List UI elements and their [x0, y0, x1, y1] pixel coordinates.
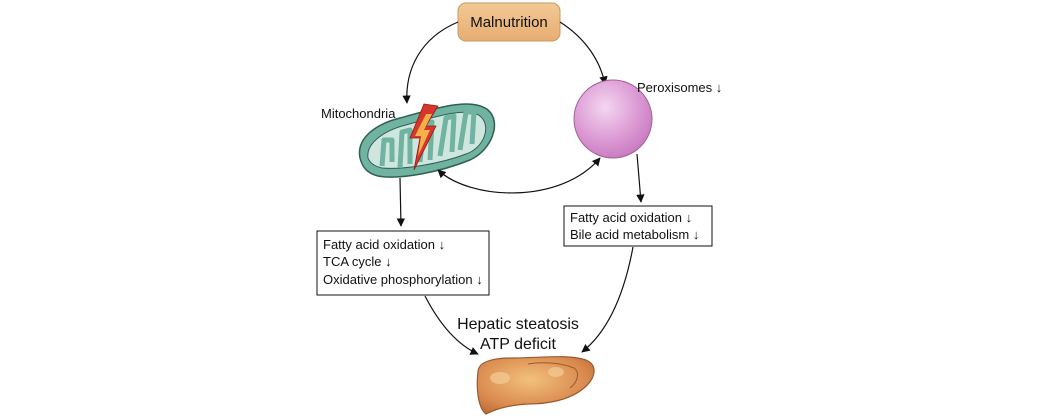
arrow-malnutrition-to-peroxisomes [559, 21, 608, 85]
peroxisome-icon [573, 79, 653, 159]
peroxisome-effects-box: Fatty acid oxidation ↓ Bile acid metabol… [563, 205, 713, 247]
liver-icon [476, 356, 595, 415]
mitochondria-label: Mitochondria [321, 106, 396, 121]
mito-effect-2: TCA cycle ↓ [323, 254, 392, 269]
mito-effect-3: Oxidative phosphorylation ↓ [323, 272, 483, 287]
arrow-mito-effects-to-outcome [424, 295, 479, 355]
perox-effect-2: Bile acid metabolism ↓ [570, 227, 699, 242]
peroxisomes-label: Peroxisomes ↓ [637, 80, 722, 95]
arrow-mitochondria-to-effects [396, 177, 406, 227]
arrow-perox-effects-to-outcome [581, 246, 634, 353]
mitochondria-effects-box: Fatty acid oxidation ↓ TCA cycle ↓ Oxida… [316, 230, 490, 296]
outcome-line-2: ATP deficit [480, 336, 556, 353]
lightning-highlight-icon [415, 114, 432, 156]
perox-effect-1: Fatty acid oxidation ↓ [570, 210, 692, 225]
outcome-line-1: Hepatic steatosis [457, 316, 579, 333]
arrow-malnutrition-to-mitochondria [402, 21, 459, 104]
malnutrition-label: Malnutrition [470, 14, 548, 31]
arrow-peroxisome-to-effects [636, 153, 645, 203]
malnutrition-node: Malnutrition [457, 2, 561, 42]
arrow-mitochondria-peroxisome [437, 157, 601, 194]
mito-effect-1: Fatty acid oxidation ↓ [323, 237, 445, 252]
